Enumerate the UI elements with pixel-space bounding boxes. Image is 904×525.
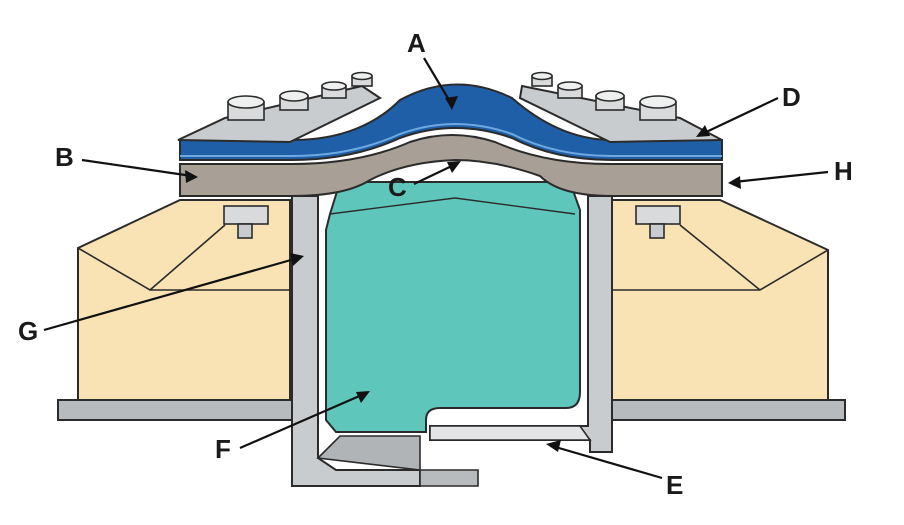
bolt-head-4 bbox=[351, 71, 373, 87]
leader-G bbox=[43, 253, 304, 332]
leader-C bbox=[413, 161, 461, 185]
seal-body bbox=[325, 181, 581, 433]
leader-D bbox=[696, 97, 779, 137]
leader-A bbox=[423, 57, 458, 110]
cover-plate-stripe bbox=[180, 123, 722, 157]
seal-top-crease bbox=[329, 197, 576, 215]
bolt-head-5 bbox=[531, 71, 553, 87]
concrete-blocks bbox=[77, 199, 829, 401]
label-H: H bbox=[834, 156, 853, 186]
bolt-head-6 bbox=[557, 81, 583, 99]
label-D: D bbox=[782, 82, 801, 112]
left-anchor-bolt bbox=[223, 205, 269, 239]
label-F: F bbox=[215, 434, 231, 464]
bolt-head-1 bbox=[227, 95, 265, 121]
label-B: B bbox=[55, 142, 74, 172]
label-G: G bbox=[18, 316, 38, 346]
channel-step bbox=[419, 469, 479, 487]
leader-F bbox=[239, 391, 370, 450]
diagram-labels: A B C D E F G H bbox=[18, 28, 853, 500]
anchor-bolts bbox=[223, 205, 681, 239]
bearing-pad bbox=[179, 134, 723, 197]
right-concrete-bevel bbox=[612, 224, 829, 291]
bolt-head-3 bbox=[321, 81, 347, 99]
right-anchor-bolt bbox=[635, 205, 681, 239]
right-concrete-block bbox=[611, 199, 829, 401]
label-A: A bbox=[407, 28, 426, 58]
bolt-head-7 bbox=[595, 90, 625, 111]
leader-E bbox=[546, 440, 663, 480]
leader-H bbox=[728, 170, 829, 189]
channel-floor-left bbox=[316, 435, 421, 471]
left-concrete-bevel bbox=[77, 224, 290, 291]
bolts-top bbox=[227, 71, 677, 121]
bolt-head-8 bbox=[639, 95, 677, 121]
channel-outer bbox=[291, 195, 421, 487]
channel-right-floor bbox=[429, 425, 592, 441]
leader-lines bbox=[43, 57, 829, 480]
leader-B bbox=[81, 158, 198, 183]
compression-seal bbox=[325, 181, 581, 433]
label-E: E bbox=[666, 470, 683, 500]
bolt-head-2 bbox=[279, 90, 309, 111]
steel-channel bbox=[291, 195, 613, 487]
label-C: C bbox=[388, 172, 407, 202]
left-base-plate bbox=[57, 399, 299, 421]
clamp-plates bbox=[177, 84, 723, 144]
right-base-plate bbox=[604, 399, 846, 421]
left-clamp-plate bbox=[177, 84, 383, 144]
left-concrete-block bbox=[77, 199, 291, 401]
